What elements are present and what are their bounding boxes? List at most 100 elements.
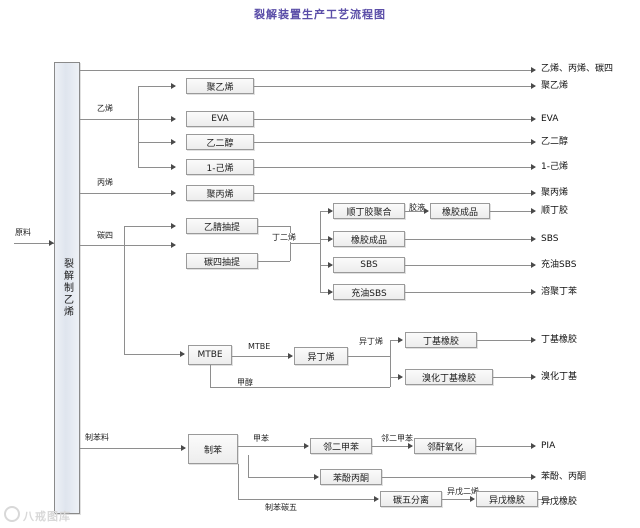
arrow-pe <box>171 83 176 89</box>
line-oilsbs-out <box>405 265 535 266</box>
watermark: 八戒图库 <box>4 506 71 524</box>
arrow-out-9 <box>531 262 536 268</box>
box-benzene-plant[interactable]: 制苯 <box>188 434 238 464</box>
arrow-out-4 <box>531 139 536 145</box>
line-pe-out <box>254 86 535 87</box>
box-butyl-rubber[interactable]: 丁基橡胶 <box>405 332 477 348</box>
output-4: 乙二醇 <box>541 137 569 147</box>
label-benzene-feed: 制苯料 <box>84 433 110 442</box>
arrow-out-13 <box>531 443 536 449</box>
output-5: 1-己烯 <box>541 162 568 172</box>
riser-butadiene <box>320 211 321 292</box>
watermark-text: 八戒图库 <box>23 510 71 523</box>
branch-mtbe <box>124 354 184 355</box>
label-isobutylene: 异丁烯 <box>358 337 384 346</box>
cracking-column-label: 裂解制乙烯 <box>61 258 73 318</box>
box-c5-separation[interactable]: 碳五分离 <box>380 491 442 507</box>
label-mtbe-stream: MTBE <box>247 342 272 351</box>
box-c4-extraction[interactable]: 碳四抽提 <box>186 253 258 269</box>
label-methanol: 甲醇 <box>236 378 254 387</box>
arrow-ir <box>470 496 475 502</box>
box-brominated-butyl-rubber[interactable]: 溴化丁基橡胶 <box>405 369 493 385</box>
box-hexene[interactable]: 1-己烯 <box>186 159 254 175</box>
branch-sbs <box>320 239 332 240</box>
arrow-out-1 <box>531 67 536 73</box>
arrow-hexene <box>171 164 176 170</box>
branch-oilsbs <box>320 265 332 266</box>
box-eva[interactable]: EVA <box>186 111 254 127</box>
output-10: 溶聚丁苯 <box>541 287 578 297</box>
box-eg[interactable]: 乙二醇 <box>186 134 254 150</box>
output-3: EVA <box>541 114 559 124</box>
arrow-c4ext <box>171 242 176 248</box>
line-eg-out <box>254 142 535 143</box>
box-acn-extraction[interactable]: 乙腈抽提 <box>186 218 258 234</box>
box-oil-sbs[interactable]: SBS <box>333 257 405 273</box>
arrow-brpoly <box>328 208 333 214</box>
riser-phenol <box>248 455 249 477</box>
riser-butyl <box>390 340 391 377</box>
label-toluene: 甲苯 <box>252 434 270 443</box>
box-ortho-xylene[interactable]: 邻二甲苯 <box>310 438 372 454</box>
box-ssbr[interactable]: 充油SBS <box>333 284 405 300</box>
branch-eg <box>138 142 175 143</box>
arrow-ssbr <box>328 289 333 295</box>
output-9: 充油SBS <box>541 260 577 270</box>
line-glue <box>405 211 428 212</box>
line-oxylene-out <box>372 446 412 447</box>
arrow-out-10 <box>531 289 536 295</box>
line-sbs-out <box>405 239 535 240</box>
riser-c4 <box>124 226 125 354</box>
box-pp[interactable]: 聚丙烯 <box>186 185 254 201</box>
box-sbs[interactable]: 橡胶成品 <box>333 231 405 247</box>
box-isoprene-rubber[interactable]: 异戊橡胶 <box>476 491 538 507</box>
trunk-propylene <box>80 193 175 194</box>
branch-hexene <box>138 167 175 168</box>
line-c4ext-out <box>258 261 290 262</box>
cracking-column[interactable]: 裂解制乙烯 <box>54 62 80 514</box>
output-14: 苯酚、丙酮 <box>541 472 587 482</box>
arrow-out-6 <box>531 190 536 196</box>
output-13: PIA <box>541 441 556 451</box>
label-butadiene: 丁二烯 <box>271 233 297 242</box>
box-phenol-acetone[interactable]: 苯酚丙酮 <box>320 469 382 485</box>
line-acn-out <box>258 226 290 227</box>
arrow-out-14 <box>531 474 536 480</box>
box-mtbe[interactable]: MTBE <box>188 345 232 365</box>
output-7: 顺丁胶 <box>541 206 569 216</box>
line-feed <box>14 243 54 244</box>
arrow-out-7 <box>531 208 536 214</box>
arrow-ib <box>288 353 293 359</box>
page-title: 裂解装置生产工艺流程图 <box>254 8 386 21</box>
box-pe[interactable]: 聚乙烯 <box>186 78 254 94</box>
arrow-out-11 <box>531 337 536 343</box>
riser-c5 <box>238 464 239 499</box>
line-pia-out <box>476 446 535 447</box>
line-isoprene <box>442 499 474 500</box>
output-6: 聚丙烯 <box>541 188 569 198</box>
arrow-acn <box>171 223 176 229</box>
trunk-benzene-feed <box>80 448 185 449</box>
box-br-polymerization[interactable]: 顺丁胶聚合 <box>333 203 405 219</box>
line-pp-out <box>254 193 535 194</box>
box-rubber-product[interactable]: 橡胶成品 <box>430 203 490 219</box>
box-isobutylene[interactable]: 异丁烯 <box>294 347 348 365</box>
arrow-rubber <box>424 208 429 214</box>
output-12: 溴化丁基 <box>541 372 578 382</box>
label-feed: 原料 <box>14 228 32 237</box>
line-eva-out <box>254 119 535 120</box>
arrow-out-8 <box>531 236 536 242</box>
trunk-top <box>80 70 535 71</box>
line-butadiene <box>290 243 320 244</box>
arrow-eg <box>171 139 176 145</box>
label-ethylene: 乙烯 <box>96 104 114 113</box>
branch-pe <box>138 86 175 87</box>
label-propylene: 丙烯 <box>96 178 114 187</box>
arrow-out-2 <box>531 83 536 89</box>
arrow-biir <box>398 374 403 380</box>
line-ir-out <box>538 499 552 500</box>
box-phthalic-oxidation[interactable]: 邻酐氧化 <box>414 438 476 454</box>
line-mtbe-to-ib <box>232 356 292 357</box>
branch-biir <box>390 377 402 378</box>
arrow-oilsbs <box>328 262 333 268</box>
